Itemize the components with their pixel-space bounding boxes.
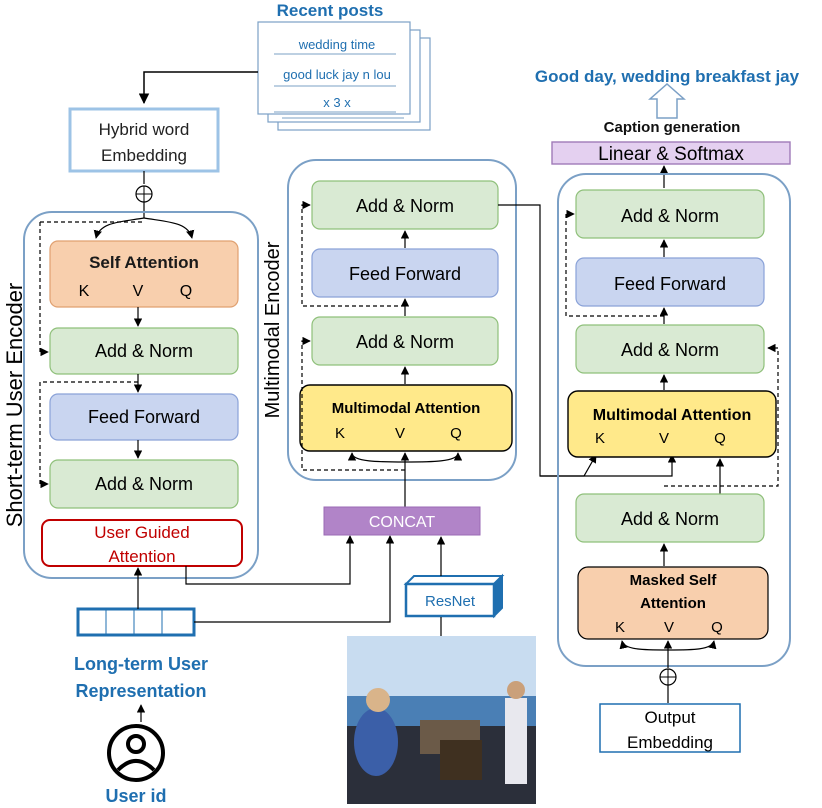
recent-post-3: x 3 x [323, 95, 351, 110]
me-mm-attention-label: Multimodal Attention [332, 400, 481, 417]
me-feed-forward [311, 248, 499, 298]
user-encoder-title: Short-term User Encoder [2, 283, 27, 528]
long-term-line1: Long-term User [74, 654, 208, 674]
recent-post-1: wedding time [298, 37, 376, 52]
dec-add-norm-top [575, 189, 765, 239]
dec-residual-2 [664, 343, 779, 487]
masked-v: V [664, 619, 674, 636]
me-residual-1 [301, 200, 405, 307]
me-add-norm-bottom-label: Add & Norm [356, 332, 454, 352]
self-attention-box [49, 240, 239, 308]
recent-posts-title: Recent posts [277, 1, 384, 20]
dec-mm-attention-label: Multimodal Attention [593, 407, 752, 424]
dec-k: K [595, 430, 605, 447]
output-embedding-box [599, 703, 741, 753]
me-k: K [335, 425, 345, 442]
dec-add-norm-mid-label: Add & Norm [621, 340, 719, 360]
me-q: Q [450, 425, 462, 442]
masked-self-attention-box [577, 566, 769, 640]
dec-v: V [659, 430, 669, 447]
user-guided-line2: Attention [108, 547, 175, 566]
sa-q: Q [180, 283, 192, 300]
enc-to-dec-arrow-v [540, 454, 677, 477]
ue-feed-forward [49, 393, 239, 441]
sa-k: K [79, 283, 90, 300]
multimodal-encoder-frame [287, 159, 517, 481]
posts-to-embedding-arrow [138, 71, 258, 105]
linear-softmax-box [551, 141, 791, 165]
long-term-vector [76, 607, 196, 637]
ue-add-norm-2-label: Add & Norm [95, 474, 193, 494]
user-guided-line1: User Guided [94, 523, 189, 542]
resnet-box [403, 573, 505, 619]
positional-add-icon [135, 185, 153, 203]
user-avatar-icon [107, 724, 165, 782]
output-embedding-line1: Output [644, 708, 695, 727]
output-embedding-line2: Embedding [627, 733, 713, 752]
dec-add-norm-top-label: Add & Norm [621, 206, 719, 226]
concat-label: CONCAT [369, 514, 436, 531]
dec-add-norm-mid [575, 324, 765, 374]
recent-posts-stack [257, 21, 431, 131]
me-v: V [395, 425, 405, 442]
user-encoder-frame [23, 211, 259, 579]
masked-sa-line2: Attention [640, 595, 706, 612]
dec-feed-forward [575, 257, 765, 307]
sa-v: V [133, 283, 144, 300]
dec-feed-forward-label: Feed Forward [614, 274, 726, 294]
dec-add-norm-low [575, 493, 765, 543]
me-feed-forward-label: Feed Forward [349, 264, 461, 284]
masked-k: K [615, 619, 625, 636]
ue-add-norm-1-label: Add & Norm [95, 341, 193, 361]
output-caption: Good day, wedding breakfast jay [535, 67, 800, 86]
ue-feed-forward-label: Feed Forward [88, 407, 200, 427]
multimodal-encoder-title: Multimodal Encoder [262, 241, 284, 418]
concat-box [323, 506, 481, 536]
recent-post-2: good luck jay n lou [283, 67, 391, 82]
ue-add-norm-2 [49, 459, 239, 509]
self-attention-label: Self Attention [89, 253, 199, 272]
ugattn-to-concat-arrow [185, 535, 355, 585]
dec-residual-1 [565, 209, 664, 317]
input-photo [347, 636, 536, 804]
lt-to-concat-arrow [194, 535, 395, 623]
hybrid-embedding-line2: Embedding [101, 146, 187, 165]
ue-add-norm-1 [49, 327, 239, 375]
caption-generation-label: Caption generation [604, 119, 741, 136]
me-residual-2 [301, 336, 405, 471]
user-id-label: User id [105, 786, 166, 806]
resnet-label: ResNet [425, 593, 476, 610]
output-positional-add-icon [659, 668, 677, 686]
me-add-norm-bottom [311, 316, 499, 366]
long-term-line2: Representation [75, 681, 206, 701]
dec-add-norm-low-label: Add & Norm [621, 509, 719, 529]
residual-1 [39, 222, 49, 357]
dec-multimodal-attention [567, 390, 777, 458]
masked-q: Q [711, 619, 723, 636]
dec-q: Q [714, 430, 726, 447]
output-up-arrow-icon [648, 82, 686, 119]
residual-2 [39, 381, 138, 489]
split-arrow-q [143, 217, 195, 239]
me-multimodal-attention [299, 384, 513, 452]
me-add-norm-top-label: Add & Norm [356, 196, 454, 216]
linear-softmax-label: Linear & Softmax [598, 144, 744, 165]
masked-sa-line1: Masked Self [630, 572, 718, 589]
decoder-frame [557, 173, 791, 667]
split-arrow-k [93, 217, 145, 239]
user-guided-attention-box [41, 519, 243, 567]
hybrid-embedding-line1: Hybrid word [99, 120, 190, 139]
